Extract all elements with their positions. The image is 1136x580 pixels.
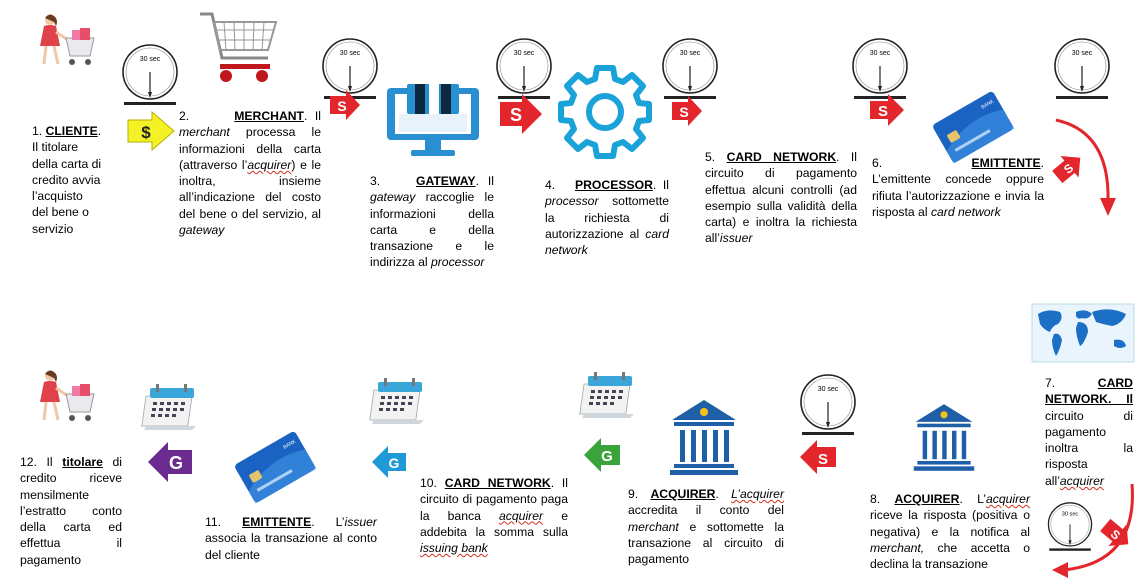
calendar-icon <box>369 377 425 425</box>
svg-text:S: S <box>337 98 346 114</box>
svg-text:S: S <box>510 105 522 125</box>
yellow-dollar-arrow-icon: $ <box>127 110 175 152</box>
bank-icon <box>913 404 975 471</box>
step-3-text: 3. GATEWAY. Il gateway raccoglie le info… <box>370 174 494 270</box>
timer-icon: 30 sec <box>496 38 552 100</box>
svg-text:30 sec: 30 sec <box>340 50 361 57</box>
svg-text:30 sec: 30 sec <box>870 50 891 57</box>
svg-text:30 sec: 30 sec <box>1062 512 1079 518</box>
step-12-text: 12. Il titolare di credito riceve mensil… <box>20 455 122 567</box>
step-7-title: CARD <box>1097 376 1133 390</box>
step-3-title: GATEWAY <box>415 174 476 188</box>
step-11-text: 11. EMITTENTE. L’issuer associa la trans… <box>205 515 377 562</box>
timer-icon: 30 sec <box>800 374 856 436</box>
credit-card-icon: BANK <box>931 90 1015 164</box>
step-9-title: ACQUIRER <box>650 487 716 501</box>
svg-text:G: G <box>169 453 183 473</box>
step-1-text: 1. CLIENTE. Il titolare della carta di c… <box>32 124 102 236</box>
curved-red-arrow-icon: S <box>1052 483 1134 578</box>
svg-text:30 sec: 30 sec <box>140 56 161 63</box>
svg-text:$: $ <box>141 123 151 142</box>
red-dollar-arrow-icon: S <box>330 90 360 120</box>
step-9-text: 9. ACQUIRER. L’acquirer accredita il con… <box>628 487 784 567</box>
red-dollar-arrow-icon: S <box>870 94 904 126</box>
svg-text:30 sec: 30 sec <box>818 386 839 393</box>
svg-text:S: S <box>818 451 828 468</box>
step-11-title: EMITTENTE <box>242 515 312 529</box>
blue-g-arrow-icon: G <box>372 446 406 478</box>
step-4-title: PROCESSOR <box>575 178 653 192</box>
red-dollar-arrow-icon: S <box>672 96 702 126</box>
step-2-title: MERCHANT <box>234 109 304 123</box>
svg-text:S: S <box>878 103 888 120</box>
timer-icon: 30 sec <box>852 38 908 100</box>
processor-gear-icon <box>558 65 652 159</box>
svg-text:30 sec: 30 sec <box>1072 50 1093 57</box>
step-1-title: CLIENTE <box>45 124 98 138</box>
credit-card-icon: BANK <box>233 430 317 504</box>
step-6-text: 6. EMITTENTE. L’emittente concede oppure… <box>872 156 1044 219</box>
step-6-title: EMITTENTE <box>971 156 1041 170</box>
svg-text:30 sec: 30 sec <box>680 50 701 57</box>
step-5-title: CARD NETWORK <box>726 150 837 164</box>
green-g-arrow-icon: G <box>584 438 620 472</box>
world-map-icon <box>1031 303 1135 363</box>
step-10-text: 10. CARD NETWORK. Il circuito di pagamen… <box>420 476 569 556</box>
shopper-cart-icon <box>38 13 96 67</box>
calendar-icon <box>579 371 635 419</box>
svg-text:S: S <box>679 104 688 120</box>
timer-icon: 30 sec <box>1047 502 1093 552</box>
step-10-title: CARD NETWORK <box>444 476 551 490</box>
purple-g-arrow-icon: G <box>148 442 192 482</box>
curved-red-arrow-icon: S <box>1052 118 1116 216</box>
step-5-text: 5. CARD NETWORK. Il circuito di pagament… <box>705 150 857 246</box>
timer-icon: 30 sec <box>662 38 718 100</box>
step-8-text: 8. ACQUIRER. L’acquirer riceve la rispos… <box>870 492 1030 572</box>
shopper-cart-icon <box>38 369 96 423</box>
step-8-title: ACQUIRER <box>894 492 960 506</box>
timer-icon: 30 sec <box>322 38 378 100</box>
svg-text:30 sec: 30 sec <box>514 50 535 57</box>
bank-icon <box>670 400 738 475</box>
timer-icon: 30 sec <box>122 44 178 106</box>
svg-text:G: G <box>601 448 613 465</box>
step-2-text: 2. MERCHANT. Il merchant processa le inf… <box>179 109 321 238</box>
shopping-cart-icon <box>200 12 278 82</box>
red-dollar-arrow-icon: S <box>500 94 542 134</box>
red-dollar-arrow-icon: S <box>800 440 836 474</box>
step-12-title: titolare <box>62 455 103 469</box>
timer-icon: 30 sec <box>1054 38 1110 100</box>
svg-text:G: G <box>389 455 400 471</box>
gateway-monitor-icon <box>387 84 479 156</box>
step-7-text: 7. CARD NETWORK. Il circuito di pagament… <box>1045 376 1133 488</box>
step-4-text: 4. PROCESSOR. Il processor sottomette la… <box>545 178 669 258</box>
calendar-icon <box>141 383 197 431</box>
